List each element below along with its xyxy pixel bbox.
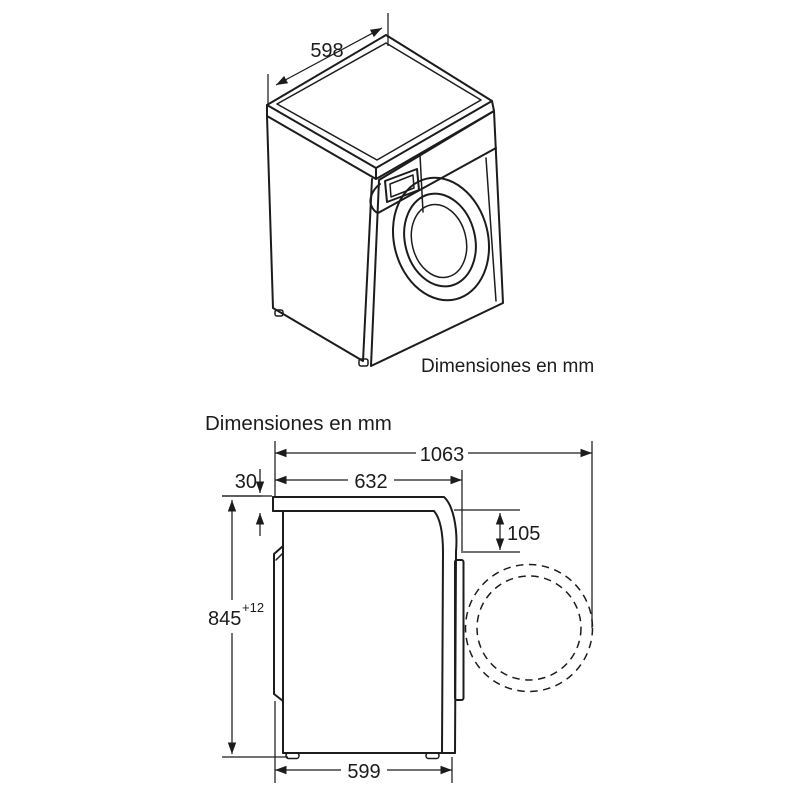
- dim-105: 105: [454, 509, 540, 553]
- worktop-edge-left: [266, 104, 377, 180]
- side-panel: [266, 115, 373, 362]
- dim-632-label: 632: [354, 471, 387, 493]
- dim-105-label: 105: [507, 523, 540, 545]
- top-view-caption: Dimensiones en mm: [421, 356, 594, 377]
- worktop-underside-front-inner: [272, 510, 444, 754]
- washer-side: [272, 496, 594, 760]
- front-panel: [370, 110, 504, 367]
- dim-845-tolerance-label: +12: [242, 600, 264, 615]
- door-side-profile: [454, 559, 465, 701]
- dim-30: 30: [222, 469, 265, 536]
- door-swing-outer-arc: [464, 563, 594, 693]
- control-panel-divider: [419, 154, 424, 213]
- dim-845-label: 845: [208, 608, 241, 630]
- side-view: Dimensiones en mm: [205, 412, 594, 783]
- foot-front: [425, 752, 440, 760]
- foot-front-left: [358, 358, 369, 367]
- rear-bulge-inner-slant: [275, 552, 284, 561]
- door-swing-inner-arc: [476, 575, 582, 681]
- isometric-view: 598 Dimensiones en mm: [266, 13, 594, 377]
- dim-599: 599: [274, 701, 453, 783]
- foot-rear: [285, 752, 300, 760]
- door-drum-ring: [410, 203, 468, 279]
- dim-632: 632: [275, 470, 463, 553]
- dim-1063-label: 1063: [420, 444, 465, 466]
- dim-599-label: 599: [347, 761, 380, 783]
- rear-bulge: [273, 545, 284, 702]
- dim-30-label: 30: [235, 471, 257, 493]
- door-outer-ring: [391, 176, 491, 302]
- side-view-title: Dimensiones en mm: [205, 412, 392, 435]
- dim-598: 598: [267, 13, 389, 104]
- dim-598-label: 598: [310, 40, 343, 62]
- foot-rear-left: [274, 309, 284, 317]
- front-corner-line-right: [485, 157, 497, 302]
- washer-isometric: [266, 34, 504, 367]
- worktop-edge-right: [375, 100, 495, 180]
- worktop-top-face: [266, 34, 493, 169]
- worktop-and-front-outer: [272, 496, 458, 754]
- dim-598-line: [275, 27, 383, 86]
- control-panel-band: [369, 147, 497, 214]
- dim-1063: 1063: [274, 441, 593, 628]
- detergent-drawer-inset: [389, 174, 415, 198]
- door-window-ring: [403, 192, 477, 288]
- dim-845: 845 +12: [208, 495, 288, 758]
- worktop-inset-line: [276, 42, 482, 161]
- detergent-drawer: [384, 168, 420, 203]
